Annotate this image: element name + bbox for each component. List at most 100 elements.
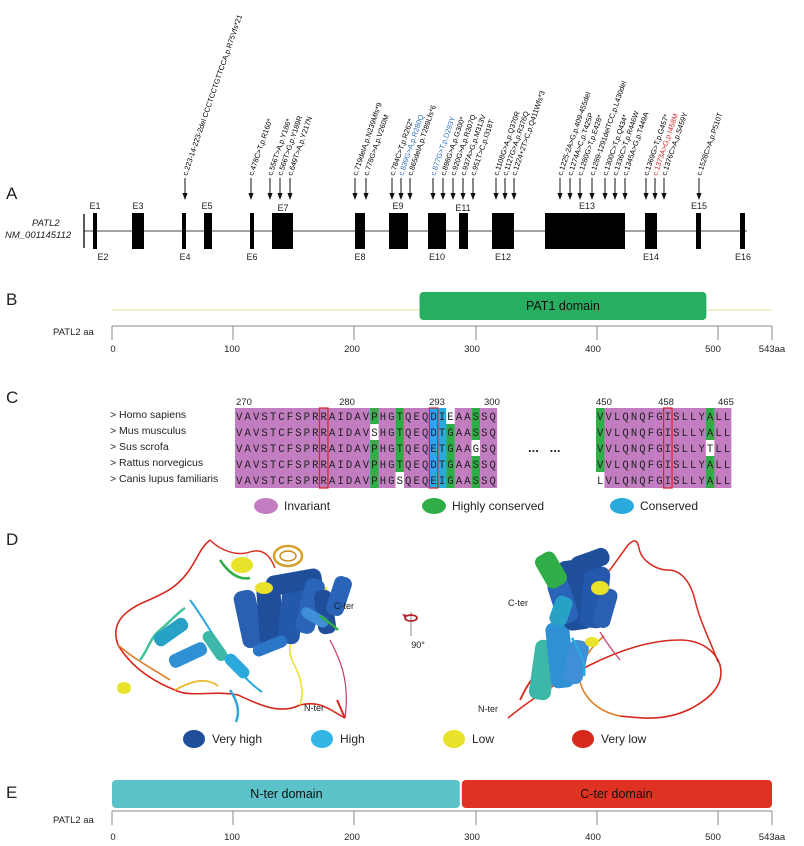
alignment-cell — [454, 408, 464, 424]
alignment-cell — [429, 456, 438, 472]
residue: E — [413, 444, 419, 456]
alignment-cell — [714, 456, 723, 472]
residue: A — [244, 428, 251, 440]
residue: A — [329, 428, 336, 440]
alignment-cell — [353, 408, 362, 424]
residue: S — [673, 428, 679, 440]
alignment-cell — [697, 408, 707, 424]
residue: S — [481, 412, 487, 424]
residue: D — [346, 412, 352, 424]
alignment-cell — [387, 440, 396, 456]
alignment-cell — [336, 472, 346, 488]
residue: L — [682, 476, 688, 488]
alignment-cell — [454, 472, 464, 488]
residue: N — [631, 444, 637, 456]
d-legend-label: Very high — [212, 732, 262, 746]
alignment-cell — [319, 472, 329, 488]
alignment-cell — [446, 424, 455, 440]
mutation-arrowhead — [267, 193, 273, 200]
alignment-cell — [646, 456, 656, 472]
alignment-cell — [378, 408, 388, 424]
residue: S — [673, 412, 679, 424]
alignment-cell — [336, 456, 346, 472]
residue: A — [464, 412, 471, 424]
residue: S — [261, 428, 267, 440]
alignment-ellipsis: ... ... — [528, 440, 561, 455]
residue: Q — [422, 412, 428, 424]
residue: I — [665, 444, 671, 456]
residue: A — [354, 476, 361, 488]
alignment-cell — [361, 472, 371, 488]
e-tick-label: 400 — [585, 832, 601, 843]
alignment-cell — [285, 408, 295, 424]
residue: Q — [405, 476, 411, 488]
b-axis-ticks — [111, 326, 773, 340]
alignment-cell — [688, 472, 698, 488]
alignment-cell — [655, 424, 664, 440]
residue: T — [439, 428, 445, 440]
mutation-site-box — [428, 407, 439, 489]
b-axis-label: PATL2 aa — [53, 327, 95, 338]
alignment-cell — [446, 456, 455, 472]
alignment-cell — [697, 440, 707, 456]
panel-d-letter: D — [6, 530, 18, 549]
alignment-cell — [327, 408, 337, 424]
exon-label: E7 — [277, 203, 288, 213]
residue: S — [473, 460, 479, 472]
residue: S — [473, 428, 479, 440]
residue: L — [690, 428, 696, 440]
residue: G — [447, 476, 453, 488]
species-label: > Rattus norvegicus — [110, 457, 203, 469]
alignment-cell — [604, 472, 614, 488]
alignment-cell — [361, 440, 371, 456]
residue: V — [605, 476, 612, 488]
alignment-cell — [260, 472, 269, 488]
alignment-cell — [344, 408, 354, 424]
alignment-cell — [612, 440, 622, 456]
species-label: > Sus scrofa — [110, 441, 169, 453]
residue: Q — [405, 460, 411, 472]
alignment-cell — [471, 440, 481, 456]
alignment-cell — [437, 408, 447, 424]
alignment-cell — [488, 424, 498, 440]
residue: S — [295, 444, 301, 456]
alignment-cell — [705, 440, 715, 456]
residue: T — [270, 412, 276, 424]
alignment-cell — [387, 408, 396, 424]
very-low-swatch — [572, 730, 594, 748]
b-tick-label: 500 — [705, 344, 721, 355]
alignment-cell — [480, 408, 489, 424]
residue: L — [597, 476, 603, 488]
residue: G — [388, 444, 394, 456]
residue: V — [597, 460, 604, 472]
alignment-cell — [454, 424, 464, 440]
panel-a-letter: A — [6, 184, 18, 203]
residue: L — [682, 444, 688, 456]
e-axis-ticks — [111, 811, 773, 825]
alignment-cell — [480, 472, 489, 488]
residue: T — [270, 444, 276, 456]
species-label: > Canis lupus familiaris — [110, 473, 218, 485]
high-swatch — [311, 730, 333, 748]
residue: V — [363, 476, 370, 488]
alignment-cell — [420, 440, 430, 456]
alignment-cell — [621, 456, 630, 472]
alignment-cell — [680, 456, 690, 472]
residue: N — [631, 476, 637, 488]
residue: Y — [698, 412, 705, 424]
alignment-cell — [235, 408, 244, 424]
exon-label: E11 — [455, 203, 470, 213]
b-tick-label: 200 — [344, 344, 360, 355]
alignment-cell — [655, 472, 664, 488]
residue: L — [715, 476, 721, 488]
alignment-cell — [387, 456, 396, 472]
alignment-cell — [446, 472, 455, 488]
residue: R — [321, 428, 328, 440]
residue: Q — [639, 460, 645, 472]
alignment-cell — [268, 408, 278, 424]
residue: H — [380, 428, 386, 440]
c-legend-label: Conserved — [640, 499, 698, 513]
c-legend-label: Invariant — [284, 499, 331, 513]
residue: F — [287, 412, 293, 424]
alignment-cell — [243, 456, 253, 472]
